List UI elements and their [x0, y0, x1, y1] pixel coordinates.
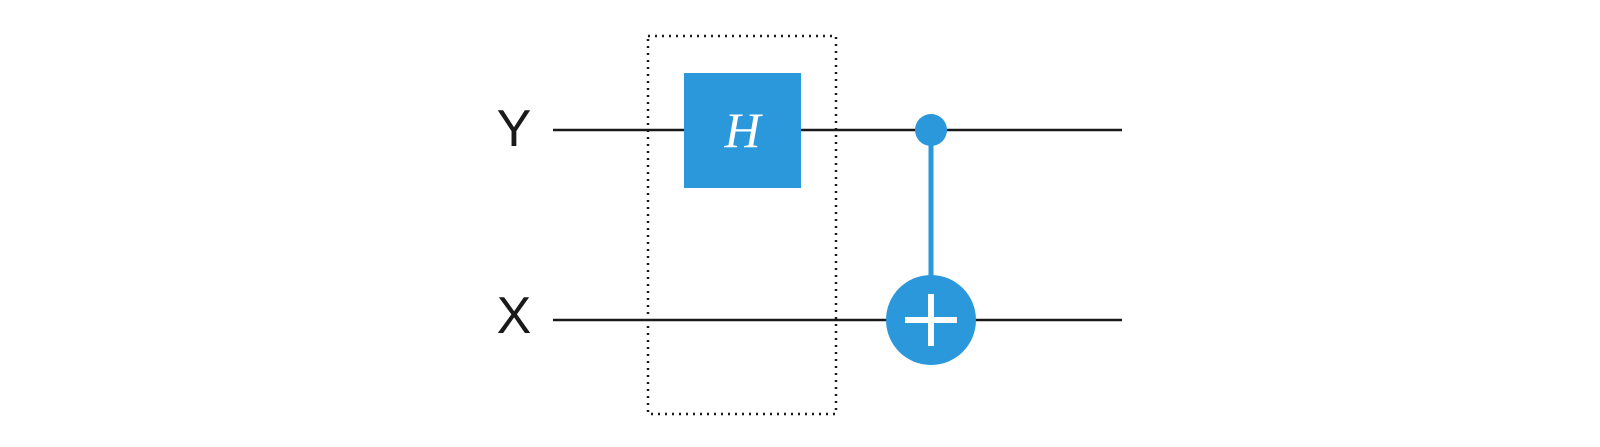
qubit-label-x: X [497, 287, 532, 345]
barrier-box [646, 34, 838, 416]
qubit-label-y: Y [497, 100, 532, 158]
hadamard-gate-label: H [723, 102, 763, 158]
cnot-control-dot [915, 114, 947, 146]
cnot-gate[interactable] [886, 114, 976, 365]
hadamard-gate[interactable]: H [684, 73, 801, 188]
plus-icon [905, 294, 957, 346]
hadamard-gate-box [684, 73, 801, 188]
